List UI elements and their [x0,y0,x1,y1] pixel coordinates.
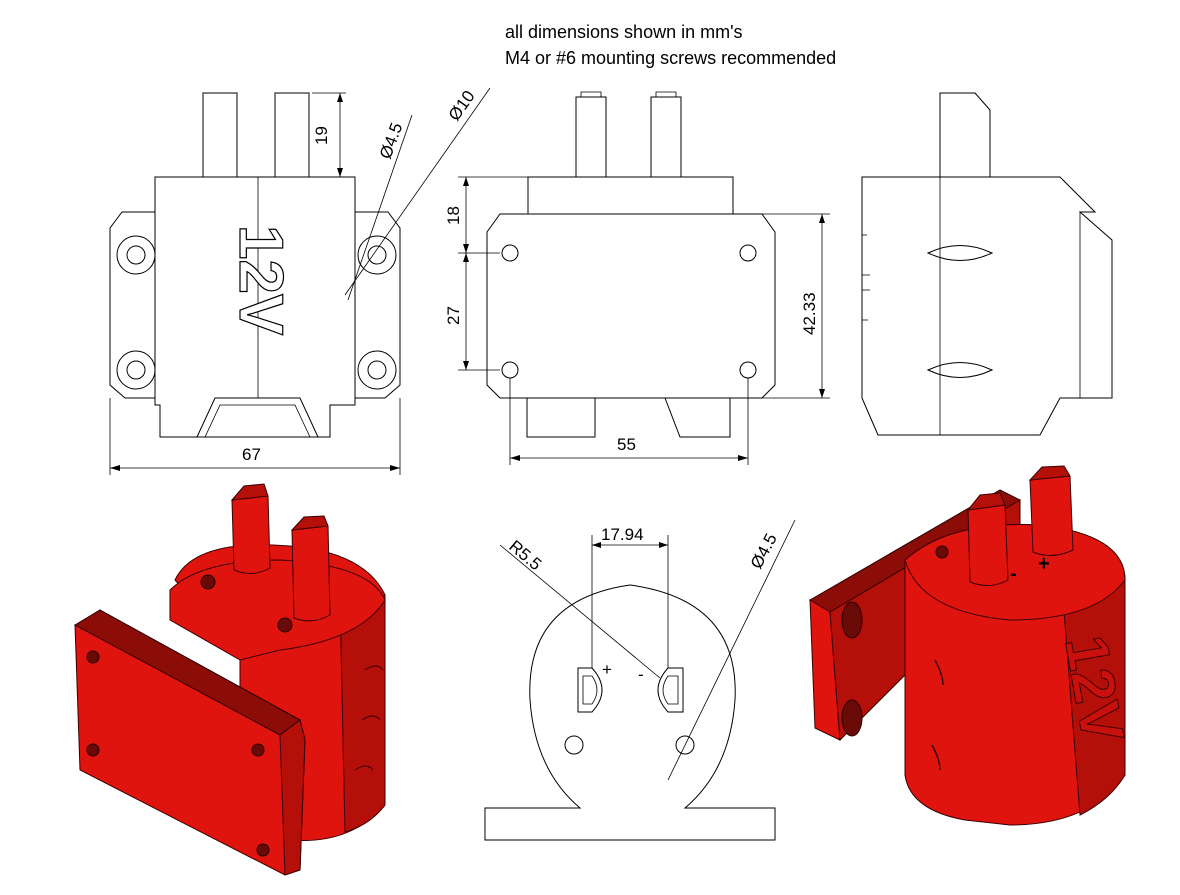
bottom-minus: - [638,665,644,684]
note-dimensions: all dimensions shown in mm's [505,22,743,42]
render-right: - + 12V [809,465,1137,826]
bottom-plus: + [602,660,612,679]
back-dim-55: 55 [617,435,636,454]
front-dim-boss: Ø10 [445,87,479,124]
bottom-dim-radius: R5.5 [505,537,545,575]
bottom-dim-hole: Ø4.5 [747,530,781,571]
render-minus: - [1010,563,1017,585]
back-dim-42: 42.33 [800,292,819,335]
side-view [861,92,1113,436]
front-dim-67: 67 [242,445,261,464]
back-view: 18 27 42.33 55 [444,91,830,465]
back-dim-27: 27 [444,306,463,325]
bottom-dim-spacing: 17.94 [601,525,644,544]
front-dim-hole: Ø4.5 [376,120,406,161]
bottom-view: + - 17.94 R5.5 Ø4.5 [484,519,796,841]
front-dim-19: 19 [312,126,331,145]
render-plus: + [1038,553,1050,575]
back-dim-18: 18 [444,206,463,225]
front-view: 12V 19 Ø4.5 Ø10 67 [109,87,491,475]
front-12v-label: 12V [226,225,295,335]
note-screws: M4 or #6 mounting screws recommended [505,48,836,68]
render-left [73,483,386,876]
